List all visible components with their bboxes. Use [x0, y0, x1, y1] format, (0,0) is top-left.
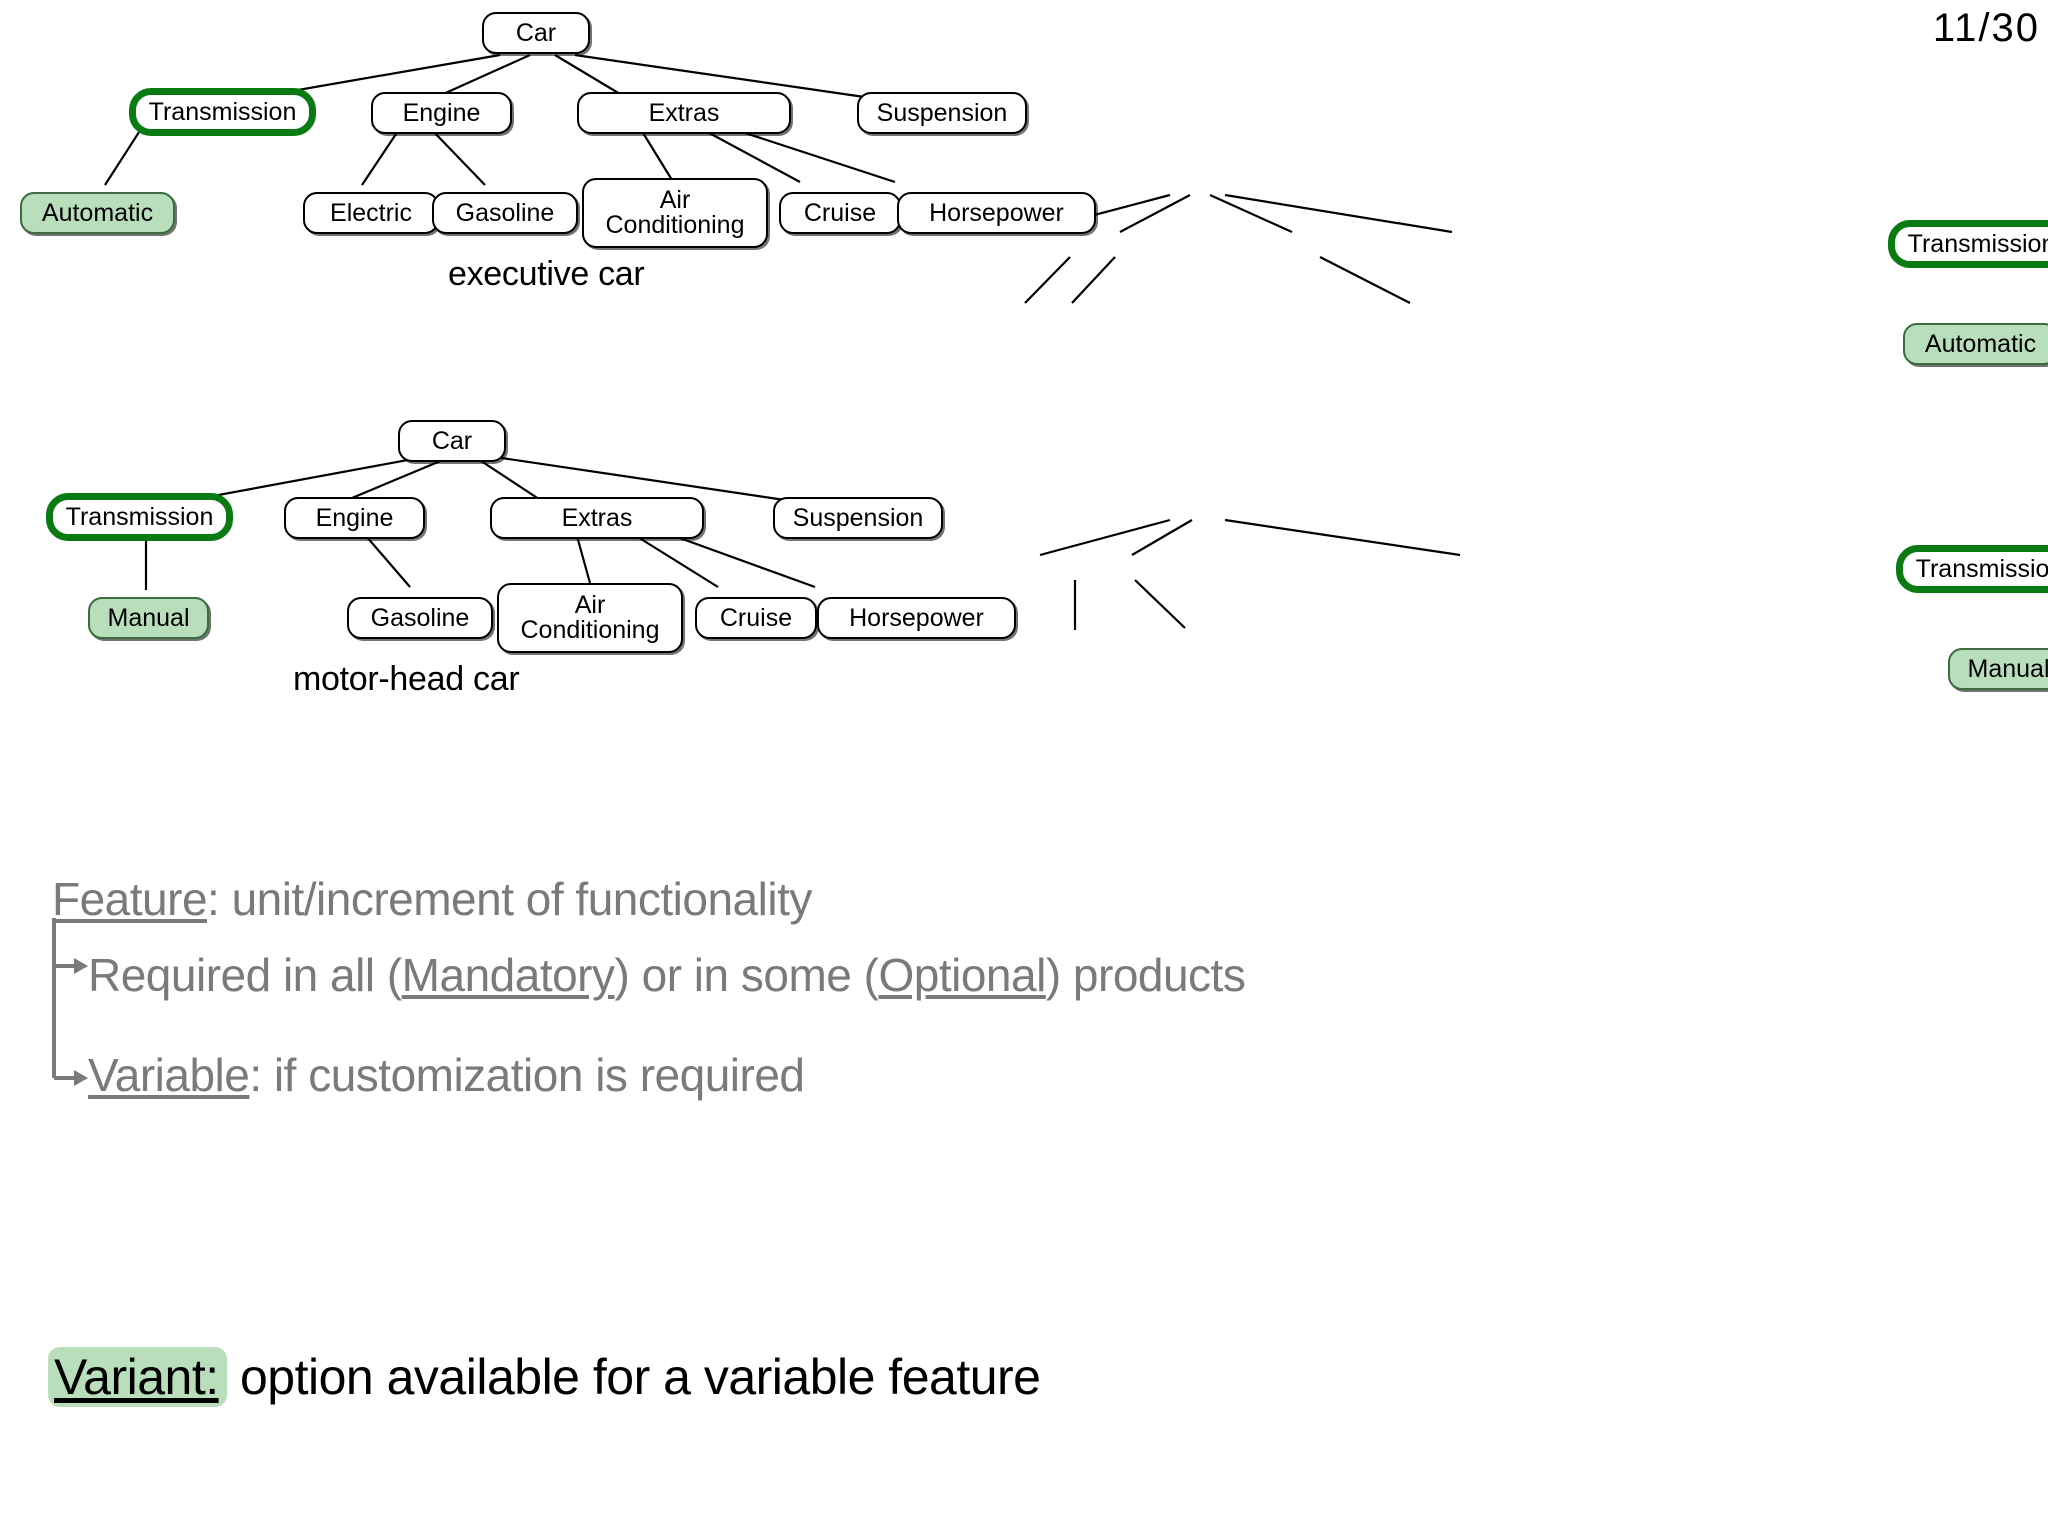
- definition-feature: Feature: unit/increment of functionality: [52, 872, 812, 926]
- node-label: Manual: [107, 603, 190, 632]
- node-automatic-variant[interactable]: Automatic: [1903, 323, 2048, 365]
- node-gasoline[interactable]: Gasoline: [347, 597, 493, 639]
- node-label: Horsepower: [849, 603, 984, 632]
- bullet1-middle: ) or in some (: [614, 949, 879, 1001]
- node-label: Horsepower: [929, 198, 1064, 227]
- node-label: Engine: [402, 98, 481, 127]
- feature-description: unit/increment of functionality: [219, 873, 813, 925]
- diagram-edges: [1024, 193, 1453, 304]
- node-car[interactable]: Car: [482, 12, 590, 54]
- definition-variant: Variant: option available for a variable…: [48, 1347, 1041, 1407]
- node-label: Cruise: [803, 198, 877, 227]
- arrowhead-icon: [74, 1070, 88, 1086]
- node-manual-variant[interactable]: Manual: [1948, 648, 2048, 690]
- node-transmission-selected[interactable]: Transmission: [46, 493, 233, 541]
- page-number: 11/30: [1932, 6, 2040, 50]
- diagram-basic-car: Car Transmission Engine Suspension Manua…: [1020, 500, 2048, 720]
- node-label: Extras: [561, 503, 633, 532]
- feature-separator: :: [207, 873, 220, 925]
- node-label: Automatic: [1924, 329, 2037, 358]
- node-label: Air Conditioning: [605, 186, 745, 239]
- node-horsepower[interactable]: Horsepower: [897, 192, 1096, 234]
- bullet2-term: Variable: [88, 1049, 250, 1101]
- node-suspension[interactable]: Suspension: [773, 497, 943, 539]
- node-suspension[interactable]: Suspension: [857, 92, 1027, 134]
- node-label: Cruise: [719, 603, 793, 632]
- node-transmission-selected[interactable]: Transmission: [129, 88, 316, 136]
- diagram-motor-head-car: Car Transmission Engine Extras Suspensio…: [0, 405, 1020, 698]
- node-label: Suspension: [792, 503, 924, 532]
- definition-tree-connector: [52, 918, 88, 1086]
- node-label: Manual: [1967, 654, 2048, 683]
- definition-bullet-variable: Variable: if customization is required: [88, 1048, 805, 1102]
- node-label: Transmission: [148, 97, 297, 126]
- bullet1-suffix: ) products: [1045, 949, 1246, 1001]
- definition-bullet-mandatory-optional: Required in all (Mandatory) or in some (…: [88, 948, 1246, 1002]
- node-cruise[interactable]: Cruise: [779, 192, 901, 234]
- node-label: Transmission: [65, 502, 214, 531]
- diagram-edges: [1039, 518, 1461, 630]
- node-air-conditioning[interactable]: Air Conditioning: [497, 583, 683, 653]
- variant-term-highlight: Variant:: [48, 1347, 227, 1407]
- diagram-caption: motor-head car: [293, 660, 520, 698]
- node-label: Car: [515, 18, 557, 47]
- diagram-executive-car: Car Transmission Engine Extras Suspensio…: [0, 0, 1096, 293]
- variant-description: option available for a variable feature: [226, 1349, 1041, 1405]
- node-label: Air Conditioning: [520, 591, 660, 644]
- node-label: Electric: [330, 198, 412, 227]
- feature-term: Feature: [52, 873, 208, 925]
- node-label: Transmission: [1915, 554, 2048, 583]
- node-transmission-selected[interactable]: Transmission: [1888, 220, 2048, 268]
- node-transmission-selected[interactable]: Transmission: [1896, 545, 2048, 593]
- node-automatic-variant[interactable]: Automatic: [20, 192, 175, 234]
- node-label: Suspension: [876, 98, 1008, 127]
- bullet2-separator: :: [249, 1049, 262, 1101]
- bullet1-term-mandatory: Mandatory: [401, 949, 615, 1001]
- node-label: Automatic: [41, 198, 154, 227]
- node-label: Transmission: [1907, 229, 2048, 258]
- node-air-conditioning[interactable]: Air Conditioning: [582, 178, 768, 248]
- node-label: Engine: [315, 503, 394, 532]
- diagram-caption: executive car: [448, 255, 645, 293]
- node-label: Car: [431, 426, 473, 455]
- node-electric[interactable]: Electric: [303, 192, 439, 234]
- node-extras[interactable]: Extras: [577, 92, 791, 134]
- arrowhead-icon: [74, 958, 88, 974]
- node-car[interactable]: Car: [398, 420, 506, 462]
- node-extras[interactable]: Extras: [490, 497, 704, 539]
- bullet2-description: if customization is required: [261, 1049, 805, 1101]
- diagram-eco-aware-car: Car Transmission Engine Extras Suspensio…: [1020, 175, 2048, 395]
- bullet1-term-optional: Optional: [878, 949, 1046, 1001]
- node-engine[interactable]: Engine: [284, 497, 425, 539]
- node-horsepower[interactable]: Horsepower: [817, 597, 1016, 639]
- node-manual-variant[interactable]: Manual: [88, 597, 209, 639]
- node-gasoline[interactable]: Gasoline: [432, 192, 578, 234]
- node-cruise[interactable]: Cruise: [695, 597, 817, 639]
- node-label: Extras: [648, 98, 720, 127]
- node-label: Gasoline: [370, 603, 470, 632]
- node-label: Gasoline: [455, 198, 555, 227]
- bullet1-prefix: Required in all (: [88, 949, 402, 1001]
- node-engine[interactable]: Engine: [371, 92, 512, 134]
